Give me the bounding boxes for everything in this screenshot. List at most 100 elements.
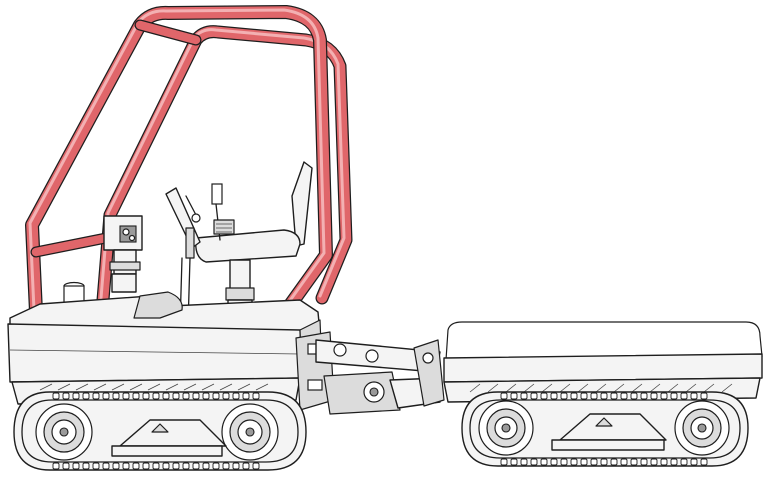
tractor-track-bracket	[111, 419, 227, 457]
track-link	[570, 458, 578, 466]
track-link	[252, 462, 260, 470]
track-link	[82, 392, 90, 400]
track-link	[590, 458, 598, 466]
track-link	[172, 462, 180, 470]
track-link	[242, 462, 250, 470]
track-link	[620, 458, 628, 466]
track-link	[620, 392, 628, 400]
track-link	[630, 458, 638, 466]
tractor-track	[13, 391, 307, 471]
track-link	[182, 462, 190, 470]
track-link	[152, 462, 160, 470]
track-link	[530, 392, 538, 400]
track-link	[600, 392, 608, 400]
track-link	[62, 392, 70, 400]
track-link	[92, 392, 100, 400]
track-link	[122, 462, 130, 470]
track-link	[660, 458, 668, 466]
trailer-wheel-rear	[674, 400, 730, 456]
track-link	[52, 462, 60, 470]
track-link	[610, 392, 618, 400]
track-link	[510, 458, 518, 466]
track-link	[600, 458, 608, 466]
track-link	[530, 458, 538, 466]
track-link	[212, 392, 220, 400]
trailer-track-tread-links	[500, 392, 708, 466]
track-link	[560, 392, 568, 400]
track-link	[142, 392, 150, 400]
track-link	[540, 458, 548, 466]
track-link	[560, 458, 568, 466]
track-link	[222, 392, 230, 400]
track-link	[640, 458, 648, 466]
track-link	[162, 392, 170, 400]
track-link	[580, 458, 588, 466]
track-link	[550, 392, 558, 400]
track-link	[680, 458, 688, 466]
track-link	[670, 458, 678, 466]
track-link	[52, 392, 60, 400]
track-link	[102, 392, 110, 400]
track-link	[72, 462, 80, 470]
track-link	[700, 458, 708, 466]
track-link	[650, 392, 658, 400]
rollcage	[25, 5, 353, 329]
track-link	[132, 462, 140, 470]
track-link	[690, 458, 698, 466]
track-link	[680, 392, 688, 400]
track-link	[112, 392, 120, 400]
track-link	[520, 392, 528, 400]
track-link	[82, 462, 90, 470]
tractor-wheel-front	[35, 403, 93, 461]
track-link	[122, 392, 130, 400]
track-link	[252, 392, 260, 400]
track-link	[500, 458, 508, 466]
track-link	[630, 392, 638, 400]
track-link	[192, 392, 200, 400]
track-link	[660, 392, 668, 400]
track-link	[570, 392, 578, 400]
track-link	[92, 462, 100, 470]
track-link	[212, 462, 220, 470]
track-link	[242, 392, 250, 400]
track-link	[690, 392, 698, 400]
track-link	[520, 458, 528, 466]
track-link	[610, 458, 618, 466]
track-link	[182, 392, 190, 400]
track-link	[72, 392, 80, 400]
track-link	[202, 462, 210, 470]
track-link	[640, 392, 648, 400]
trailer-wheel-front	[478, 400, 534, 456]
track-link	[670, 392, 678, 400]
trailer-skirt-ribs	[469, 383, 733, 393]
trailer	[443, 321, 763, 403]
joystick-right	[211, 183, 235, 241]
tractor-skirt-ribs	[39, 383, 269, 391]
track-link	[500, 392, 508, 400]
track-link	[172, 392, 180, 400]
track-link	[102, 462, 110, 470]
control-box	[103, 215, 143, 293]
track-link	[540, 392, 548, 400]
track-link	[550, 458, 558, 466]
rollcage-crossbar	[30, 19, 202, 258]
track-link	[232, 392, 240, 400]
track-link	[152, 392, 160, 400]
track-link	[62, 462, 70, 470]
track-tread-links	[52, 392, 260, 470]
rollcage-front-hoop	[25, 5, 333, 329]
tractor-wheel-rear	[221, 403, 279, 461]
coupling-joint	[315, 339, 445, 415]
track-link	[580, 392, 588, 400]
track-link	[192, 462, 200, 470]
track-link	[222, 462, 230, 470]
trailer-track-bracket	[551, 413, 667, 451]
track-link	[232, 462, 240, 470]
track-link	[142, 462, 150, 470]
track-link	[590, 392, 598, 400]
track-link	[510, 392, 518, 400]
track-link	[700, 392, 708, 400]
track-link	[132, 392, 140, 400]
